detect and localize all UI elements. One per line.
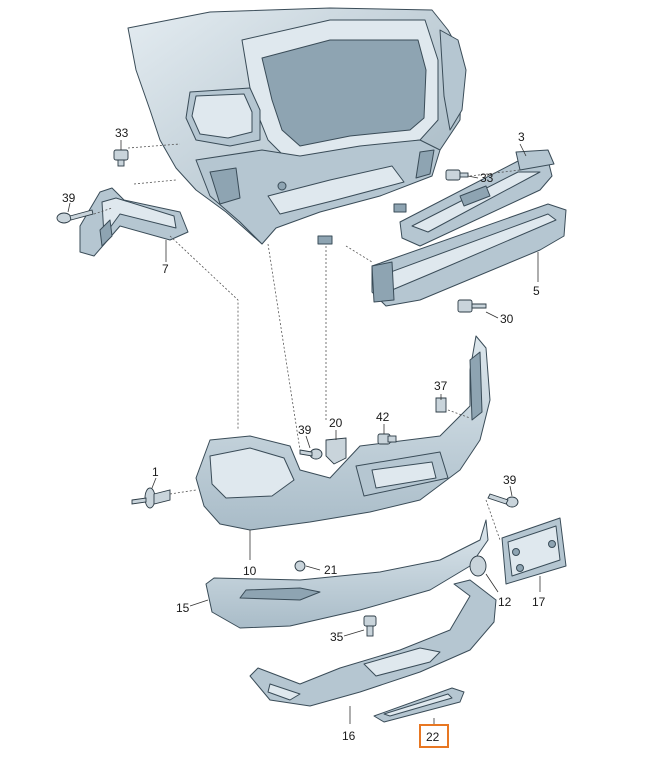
callout-33-right: 33 (480, 171, 494, 185)
leader-lines (67, 140, 541, 726)
callout-33-left: 33 (115, 126, 129, 140)
callout-3: 3 (518, 130, 525, 144)
part-20-mount-clip[interactable] (325, 437, 347, 465)
part-30-bolt[interactable] (457, 299, 487, 313)
part-16-diffuser[interactable] (249, 579, 497, 707)
part-1-rivet[interactable] (131, 487, 171, 509)
highlight-box-22[interactable] (419, 724, 449, 748)
callouts: 33 39 3 33 7 5 30 37 39 20 42 1 39 10 21… (62, 126, 546, 748)
callout-42: 42 (376, 410, 390, 424)
part-12-cap[interactable] (469, 555, 487, 577)
part-5-bumper-beam[interactable] (371, 203, 567, 307)
callout-5: 5 (533, 284, 540, 298)
callout-17: 17 (532, 595, 546, 609)
callout-30: 30 (500, 312, 514, 326)
part-39-screw-middle[interactable] (299, 448, 323, 460)
callout-37: 37 (434, 379, 448, 393)
callout-16: 16 (342, 729, 356, 743)
part-39-screw-left[interactable] (56, 209, 94, 224)
part-21-grommet[interactable] (294, 560, 306, 572)
part-33-clip-left[interactable] (113, 149, 129, 167)
vehicle-rear-body (127, 7, 467, 245)
part-37-clip[interactable] (435, 397, 447, 413)
part-42-pin[interactable] (377, 433, 397, 445)
part-3-upper-bracket[interactable] (399, 149, 555, 247)
callout-39-left: 39 (62, 191, 76, 205)
callout-39-middle: 39 (298, 423, 312, 437)
assembly-lines (93, 143, 521, 541)
part-7-side-bracket[interactable] (79, 187, 189, 257)
part-35-bolt[interactable] (363, 615, 377, 637)
part-33-clip-right[interactable] (445, 169, 469, 181)
fasteners (56, 149, 519, 637)
callout-15: 15 (176, 601, 190, 615)
part-15-lower-trim[interactable] (205, 519, 489, 629)
part-10-bumper-cover[interactable] (195, 335, 491, 531)
callout-1: 1 (152, 465, 159, 479)
part-22-cover-plate[interactable] (373, 687, 465, 723)
part-17-plate-bracket[interactable] (501, 517, 567, 585)
callout-39-right: 39 (503, 473, 517, 487)
callout-22[interactable]: 22 (426, 730, 440, 744)
callout-20: 20 (329, 416, 343, 430)
callout-35: 35 (330, 630, 344, 644)
callout-10: 10 (243, 564, 257, 578)
part-39-screw-right[interactable] (487, 493, 519, 508)
callout-7: 7 (162, 262, 169, 276)
callout-12: 12 (498, 595, 512, 609)
callout-21: 21 (324, 563, 338, 577)
